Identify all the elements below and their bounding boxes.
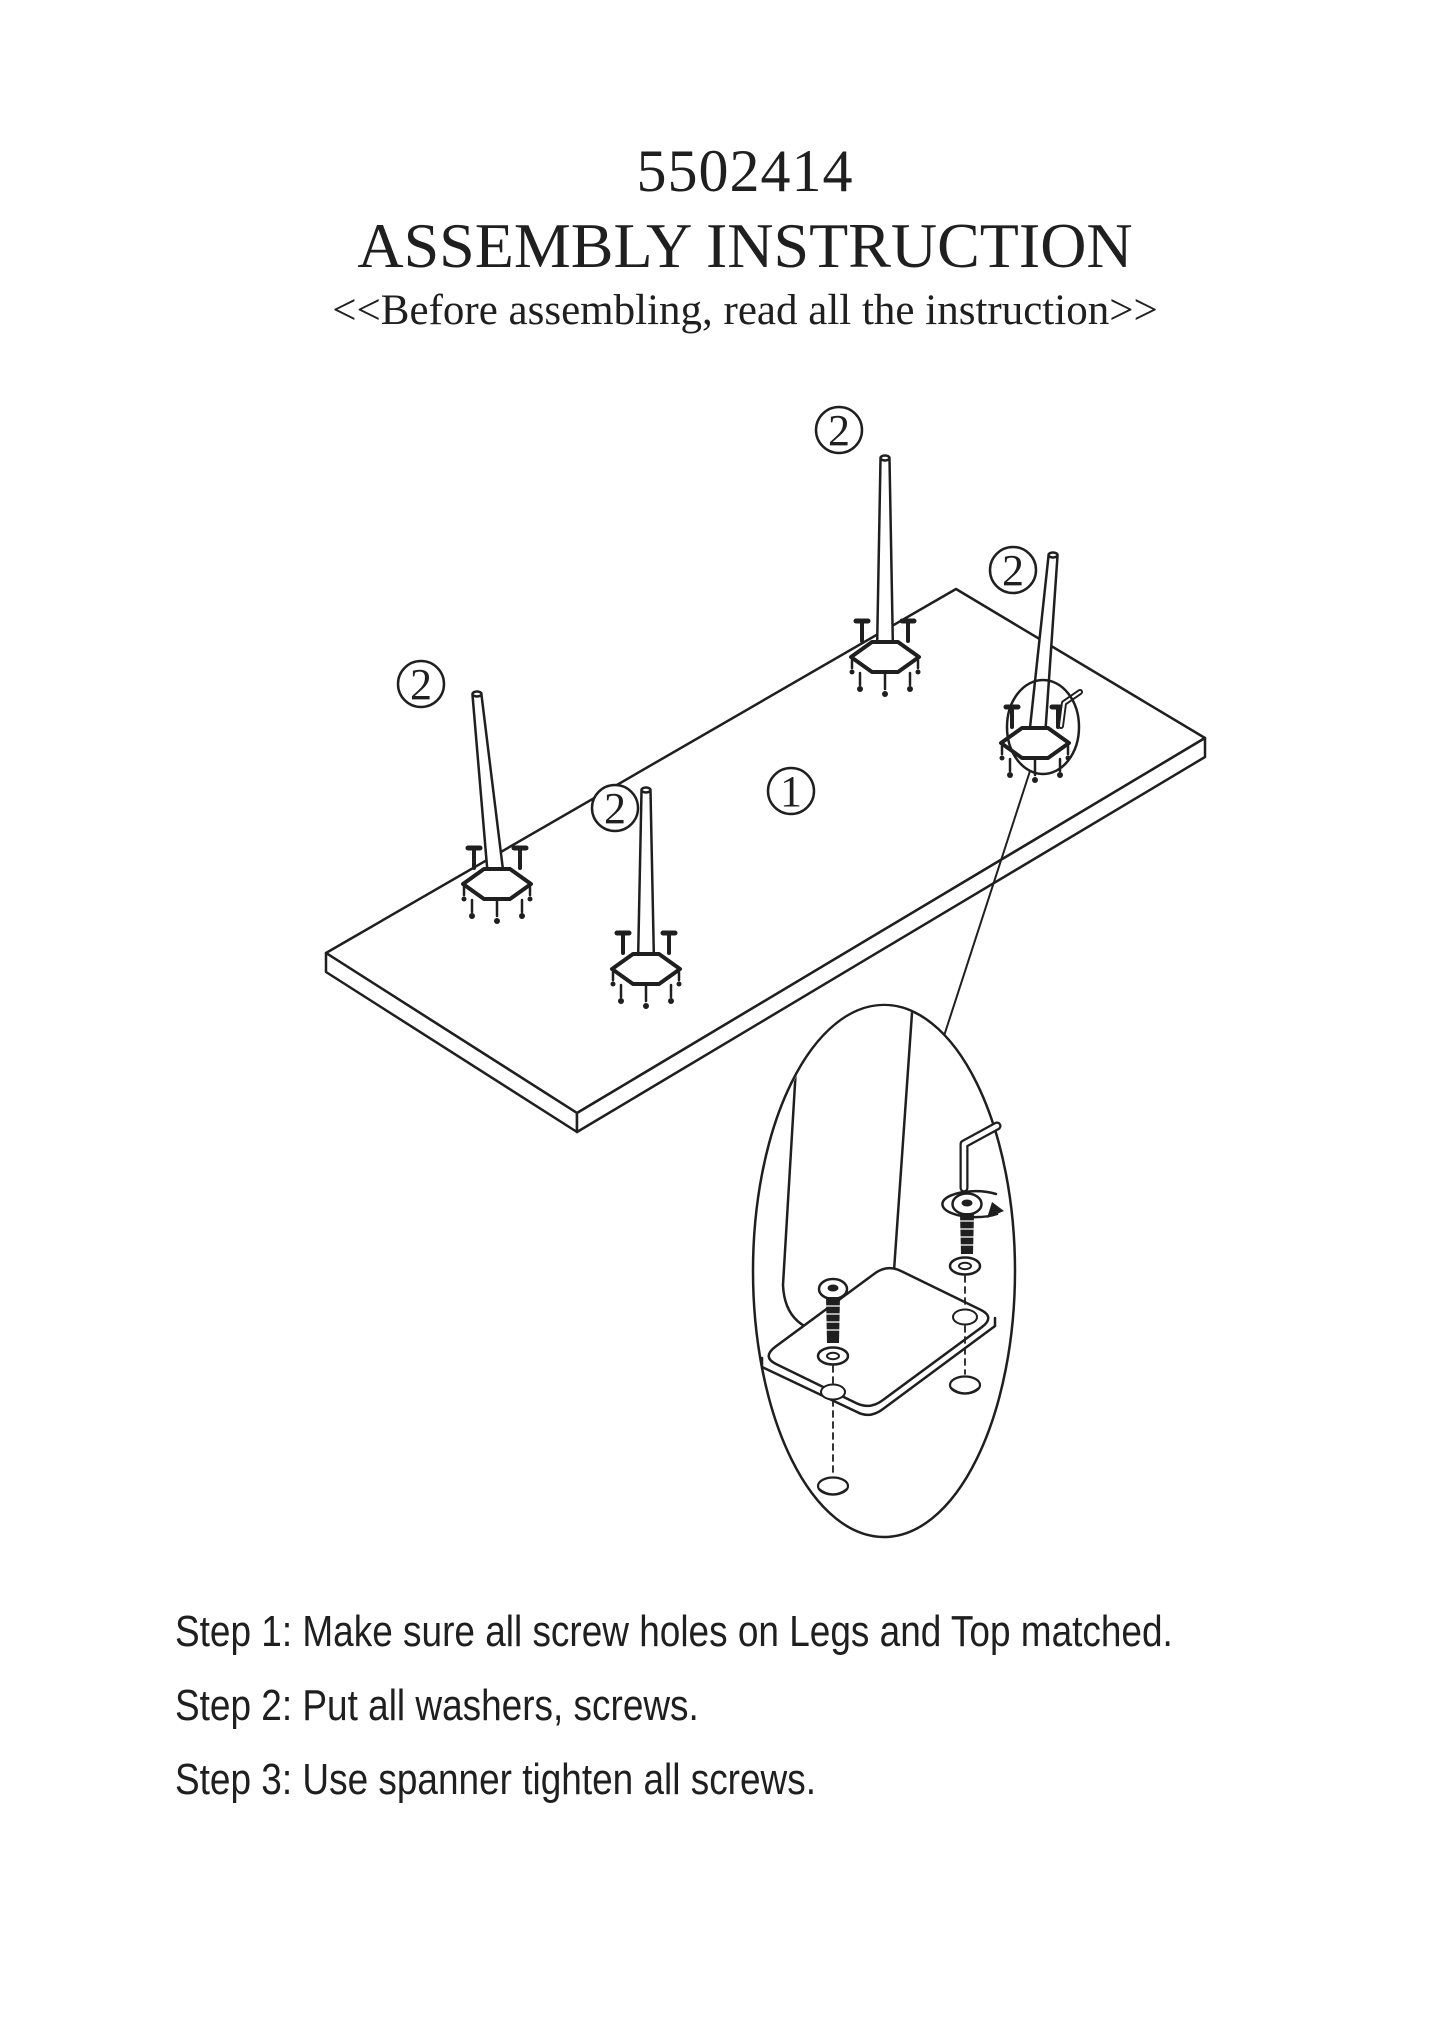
plate-hole (952, 1308, 978, 1326)
callout-leg-mid: 2 (590, 783, 640, 833)
callout-label: 2 (410, 660, 432, 709)
zoom-connector-line (943, 770, 1031, 1037)
step-1: Step 1: Make sure all screw holes on Leg… (175, 1607, 1173, 1656)
legs (471, 454, 1059, 965)
screw-shaft (960, 1213, 974, 1254)
table-top-surface (324, 587, 1207, 1115)
leg-back (875, 454, 895, 654)
table-top (324, 587, 1207, 1134)
page-title: ASSEMBLY INSTRUCTION (357, 210, 1133, 281)
detail-screw-left (816, 1277, 850, 1496)
step-3: Step 3: Use spanner tighten all screws. (175, 1755, 816, 1804)
callout-leg-left: 2 (396, 659, 446, 709)
table-top-edge-right (575, 736, 1207, 1134)
detail-screw-right (948, 1192, 983, 1395)
table-screw-hole (816, 1476, 850, 1496)
step-2: Step 2: Put all washers, screws. (175, 1681, 699, 1730)
callout-leg-right: 2 (988, 545, 1038, 595)
leg-mid (636, 786, 656, 965)
header: 5502414 ASSEMBLY INSTRUCTION <<Before as… (45, 136, 1445, 336)
table-screw-hole (948, 1375, 982, 1395)
page-subtitle: <<Before assembling, read all the instru… (332, 287, 1158, 334)
callout-label: 2 (604, 784, 626, 833)
product-number: 5502414 (636, 138, 854, 204)
callout-leg-back: 2 (814, 405, 864, 455)
allen-key-icon (959, 1121, 1002, 1193)
callout-label: 2 (1002, 546, 1024, 595)
zoom-source-circle (1005, 678, 1081, 776)
callouts: 2 2 2 2 1 (396, 405, 1038, 833)
callout-label: 1 (780, 767, 802, 816)
detail-view (751, 1003, 1017, 1539)
callout-label: 2 (828, 406, 850, 455)
screw-shaft (826, 1297, 840, 1343)
detail-plate (760, 1266, 997, 1417)
plate-hole (820, 1383, 846, 1401)
allen-key-small-icon (1058, 689, 1083, 729)
callout-table-top: 1 (766, 766, 816, 816)
rotation-arrow (941, 1189, 1004, 1219)
